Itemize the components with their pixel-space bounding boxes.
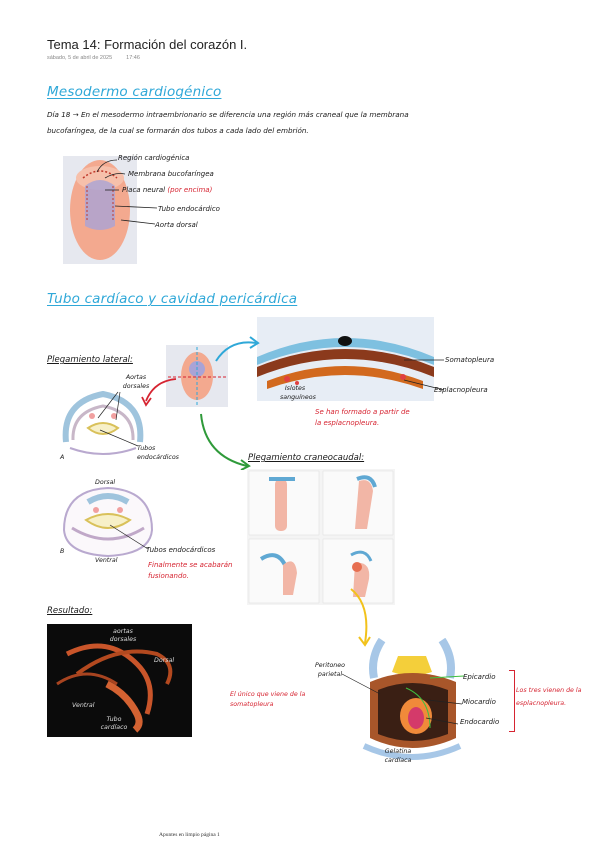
layer-pointers (403, 359, 445, 391)
heart-label-pointers (341, 673, 465, 725)
label-tubes-b-note: Finalmente se acabarán fusionando. (148, 561, 233, 580)
page-footer: Apuntes en limpio página 1 (159, 832, 220, 838)
red-arrow (141, 378, 177, 407)
label-plate: Placa neural (por encima) (122, 186, 212, 194)
label-dorsal-b: Dorsal (95, 479, 116, 486)
label-gelatin: Gelatina cardíaca (384, 748, 412, 764)
label-ventral-b: Ventral (95, 557, 118, 564)
embryo-center-image (166, 345, 228, 407)
section-heading-mesodermo: Mesodermo cardiogénico (47, 84, 222, 100)
label-islands-note: Se han formado a partir de la esplacnopl… (315, 408, 410, 427)
note-date: sábado, 5 de abril de 2025 17:46 (47, 55, 140, 61)
label-only-note: El único que viene de la somatopleura (230, 691, 306, 708)
result-title: Resultado: (47, 606, 93, 616)
cross-section-b-image (62, 486, 154, 558)
embryo-label-pointers (96, 159, 158, 225)
time-text: 17:46 (126, 55, 140, 61)
pointers-a (97, 391, 139, 447)
label-epicardium: Epicardio (463, 673, 496, 681)
page-title: Tema 14: Formación del corazón I. (47, 37, 248, 52)
photo-label-tube: Tubo cardíaco (100, 716, 128, 731)
heart-cross-section-image (362, 638, 462, 760)
cross-section-a-image (62, 390, 144, 455)
label-blood-islands: Islotes sanguíneos (280, 385, 316, 401)
label-b: B (60, 548, 65, 555)
photo-label-ventral: Ventral (72, 702, 95, 709)
label-three-note: Los tres vienen de la esplacnopleura. (516, 687, 582, 707)
label-aorta: Aorta dorsal (155, 221, 198, 229)
green-arrow (200, 413, 251, 470)
photo-label-aortas: aortas dorsales (109, 628, 137, 643)
label-somatopleura: Somatopleura (445, 356, 495, 364)
label-myocardium: Miocardio (462, 698, 496, 706)
red-bracket (509, 670, 515, 732)
label-membrane: Membrana bucofaríngea (128, 170, 214, 178)
label-tube: Tubo endocárdico (158, 205, 220, 213)
blue-arrow (215, 336, 260, 362)
transverse-section-image (257, 317, 434, 401)
label-endocardial-tubes: Tubos endocárdicos (137, 445, 179, 461)
lateral-folding-title: Plegamiento lateral: (47, 355, 133, 365)
section-heading-tubo: Tubo cardíaco y cavidad pericárdica (47, 291, 298, 307)
yellow-arrow (350, 588, 371, 647)
section1-paragraph: Día 18 → En el mesodermo intraembrionari… (47, 110, 409, 135)
label-plate-note: (por encima) (167, 186, 213, 194)
label-dorsal-aortas: Aortas dorsales (122, 374, 150, 390)
label-splanchnopleura: Esplacnopleura (434, 386, 488, 394)
label-endocardium: Endocardio (460, 718, 500, 726)
heart-tube-photo (47, 624, 192, 737)
pointer-b (109, 524, 149, 550)
label-peritoneum: Peritoneo parietal (314, 662, 346, 678)
craniocaudal-panels-image (247, 469, 395, 605)
photo-label-dorsal: Dorsal (154, 657, 175, 664)
label-region: Región cardiogénica (118, 154, 190, 162)
date-text: sábado, 5 de abril de 2025 (47, 55, 113, 61)
label-tubes-b: Tubos endocárdicos (146, 546, 216, 554)
craniocaudal-title: Plegamiento craneocaudal: (248, 453, 365, 463)
label-plate-text: Placa neural (122, 186, 166, 194)
label-a: A (60, 454, 65, 461)
